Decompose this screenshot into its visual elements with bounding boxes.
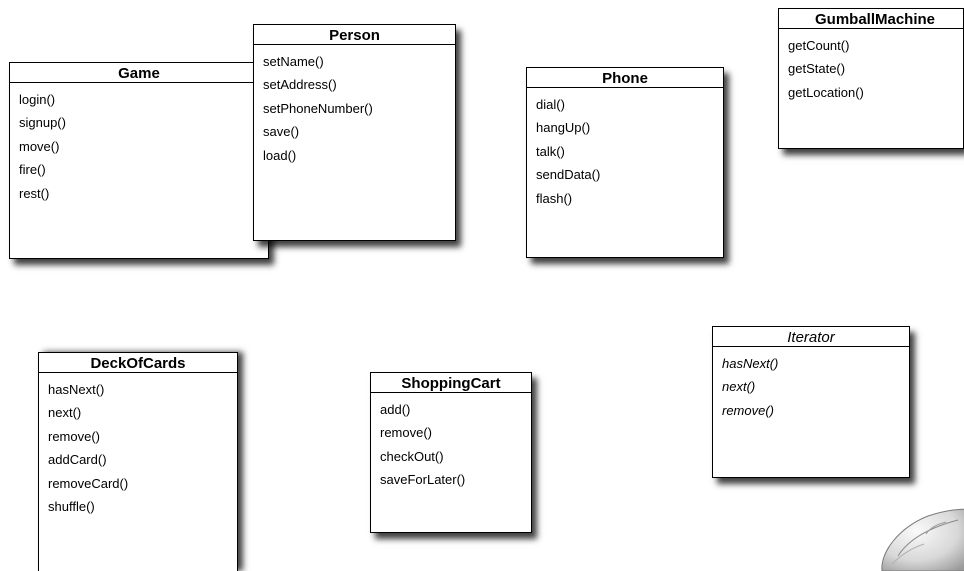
computer-mouse-icon bbox=[881, 508, 964, 571]
class-name: ShoppingCart bbox=[371, 373, 531, 393]
method-list: dial() hangUp() talk() sendData() flash(… bbox=[527, 88, 723, 210]
class-box-game: Game login() signup() move() fire() rest… bbox=[9, 62, 269, 259]
method-item: login() bbox=[19, 92, 56, 107]
method-item: setAddress() bbox=[263, 77, 337, 93]
method-item: addCard() bbox=[48, 452, 107, 468]
method-item: add() bbox=[380, 402, 411, 417]
method-item: fire() bbox=[19, 162, 46, 178]
class-box-phone: Phone dial() hangUp() talk() sendData() … bbox=[526, 67, 724, 258]
method-list: hasNext() next() remove() bbox=[713, 347, 909, 422]
method-list: login() signup() move() fire() rest() bbox=[10, 83, 268, 205]
method-list: hasNext() next() remove() addCard() remo… bbox=[39, 373, 237, 518]
method-item: checkOut() bbox=[380, 448, 444, 464]
class-name: Person bbox=[254, 25, 455, 45]
method-item: remove() bbox=[48, 428, 101, 444]
interface-box-iterator: Iterator hasNext() next() remove() bbox=[712, 326, 910, 478]
method-item: hasNext() bbox=[722, 356, 779, 371]
method-item: save() bbox=[263, 124, 300, 140]
class-box-person: Person setName() setAddress() setPhoneNu… bbox=[253, 24, 456, 241]
method-item: dial() bbox=[536, 97, 565, 112]
method-item: flash() bbox=[536, 190, 573, 206]
method-item: getState() bbox=[788, 61, 846, 77]
method-item: move() bbox=[19, 138, 60, 154]
method-item: setName() bbox=[263, 54, 324, 69]
class-box-shopping-cart: ShoppingCart add() remove() checkOut() s… bbox=[370, 372, 532, 533]
method-item: remove() bbox=[722, 402, 775, 418]
method-item: sendData() bbox=[536, 167, 601, 183]
class-name: DeckOfCards bbox=[39, 353, 237, 373]
method-item: signup() bbox=[19, 115, 66, 131]
method-item: next() bbox=[48, 405, 82, 421]
class-name: Game bbox=[10, 63, 268, 83]
method-item: getCount() bbox=[788, 38, 850, 53]
class-box-deck-of-cards: DeckOfCards hasNext() next() remove() ad… bbox=[38, 352, 238, 571]
method-item: hasNext() bbox=[48, 382, 105, 397]
method-item: rest() bbox=[19, 185, 50, 201]
method-item: removeCard() bbox=[48, 475, 129, 491]
method-list: setName() setAddress() setPhoneNumber() … bbox=[254, 45, 455, 167]
method-item: next() bbox=[722, 379, 756, 395]
method-item: load() bbox=[263, 147, 297, 163]
method-list: getCount() getState() getLocation() bbox=[779, 29, 963, 104]
method-item: shuffle() bbox=[48, 499, 95, 515]
method-item: talk() bbox=[536, 143, 565, 159]
method-item: saveForLater() bbox=[380, 472, 466, 488]
class-name: Phone bbox=[527, 68, 723, 88]
class-box-gumball-machine: GumballMachine getCount() getState() get… bbox=[778, 8, 964, 149]
method-item: hangUp() bbox=[536, 120, 591, 136]
method-item: setPhoneNumber() bbox=[263, 100, 373, 116]
method-list: add() remove() checkOut() saveForLater() bbox=[371, 393, 531, 492]
interface-name: Iterator bbox=[713, 327, 909, 347]
class-name: GumballMachine bbox=[779, 9, 963, 29]
method-item: getLocation() bbox=[788, 84, 864, 100]
method-item: remove() bbox=[380, 425, 433, 441]
